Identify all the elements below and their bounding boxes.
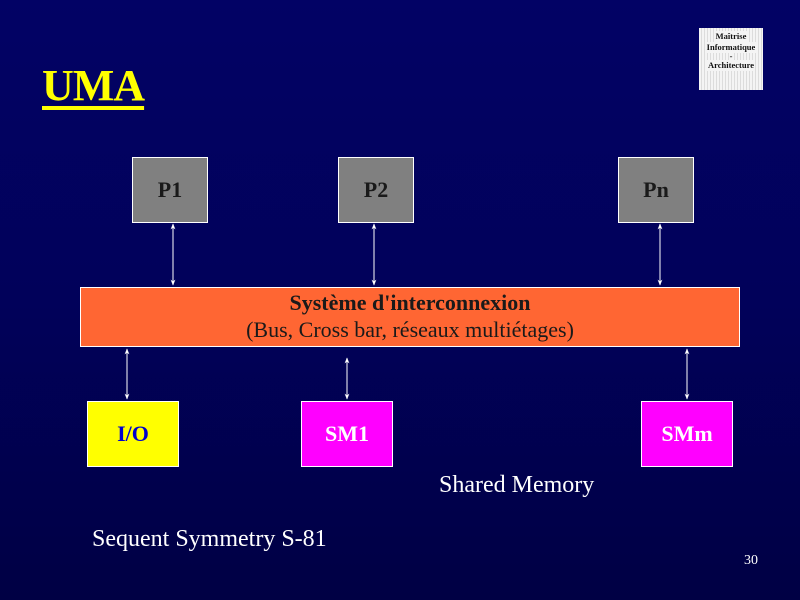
interconnect-subtitle: (Bus, Cross bar, réseaux multiétages) (246, 317, 574, 342)
shared-memory-smm: SMm (641, 401, 733, 467)
io-label: I/O (117, 421, 149, 446)
system-name: Sequent Symmetry S-81 (92, 526, 327, 552)
logo-line-4: Architecture (707, 60, 755, 71)
logo-line-3: - (728, 51, 734, 61)
processor-pn: Pn (618, 157, 694, 223)
processor-label: P1 (157, 177, 183, 202)
slide-title: UMA (42, 61, 145, 110)
shared-memory-label: Shared Memory (439, 472, 595, 498)
processor-p1: P1 (132, 157, 208, 223)
logo-line-1: Maîtrise (714, 31, 748, 42)
processor-p2: P2 (338, 157, 414, 223)
interconnect-system: Système d'interconnexion (Bus, Cross bar… (80, 287, 740, 347)
processor-label: P2 (363, 177, 389, 202)
io-module: I/O (87, 401, 179, 467)
memory-label: SMm (661, 421, 713, 446)
page-number: 30 (744, 553, 758, 568)
interconnect-title: Système d'interconnexion (289, 290, 531, 315)
processor-label: Pn (643, 177, 669, 202)
shared-memory-sm1: SM1 (301, 401, 393, 467)
memory-label: SM1 (325, 421, 369, 446)
course-logo: Maîtrise Informatique - Architecture (699, 28, 763, 90)
logo-line-2: Informatique (705, 42, 757, 53)
